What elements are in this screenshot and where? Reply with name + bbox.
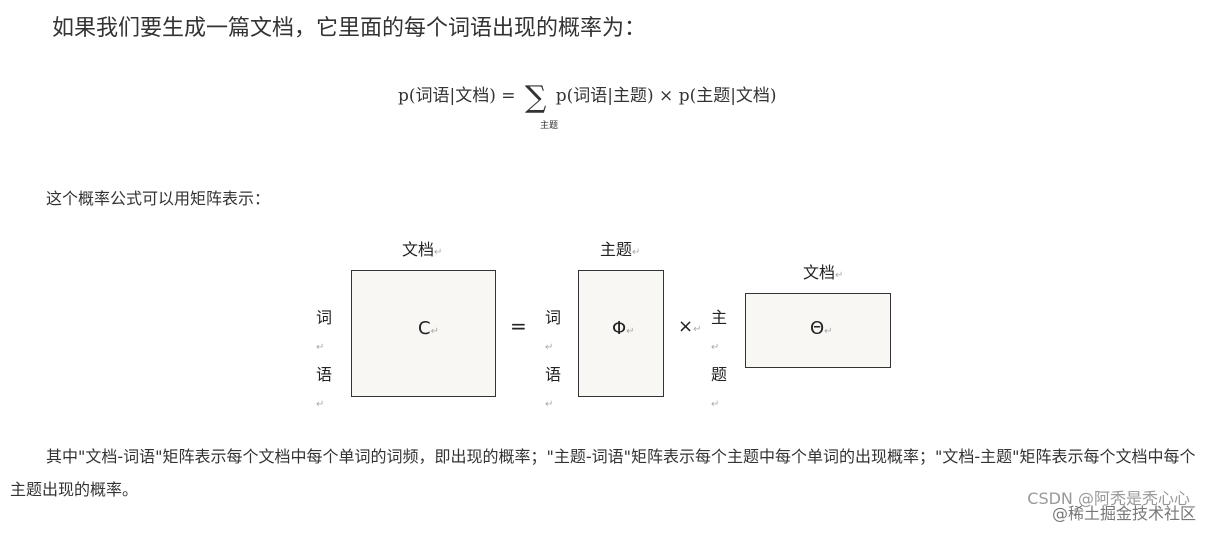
matrix-theta-top-label: 文档↵ bbox=[803, 263, 844, 282]
formula-rhs: p(词语|主题) × p(主题|文档) bbox=[555, 86, 777, 106]
matrix-phi-row-label: 词↵语↵ bbox=[545, 308, 562, 410]
matrix-phi-symbol: Φ↵ bbox=[612, 318, 635, 339]
matrix-phi-top-label: 主题↵ bbox=[600, 240, 641, 259]
formula: p(词语|文档) = ∑ p(词语|主题) × p(主题|文档) 主题 bbox=[398, 80, 777, 131]
matrix-phi bbox=[578, 270, 664, 397]
watermark-juejin: @稀土掘金技术社区 bbox=[1051, 504, 1196, 523]
matrix-theta-row-label: 主↵题↵ bbox=[711, 308, 728, 410]
sum-symbol: ∑ bbox=[524, 80, 547, 115]
matrix-c-top-label: 文档↵ bbox=[402, 240, 443, 259]
matrix-c bbox=[351, 270, 496, 397]
intro-text: 这个概率公式可以用矩阵表示： bbox=[46, 189, 271, 208]
matrix-theta bbox=[745, 293, 891, 368]
matrix-c-symbol: C↵ bbox=[418, 318, 439, 339]
sum-subscript: 主题 bbox=[540, 121, 559, 131]
heading: 如果我们要生成一篇文档，它里面的每个词语出现的概率为： bbox=[52, 16, 647, 41]
explanation-paragraph: 其中"文档-词语"矩阵表示每个文档中每个单词的词频，即出现的概率；"主题-词语"… bbox=[10, 447, 1196, 499]
times-sign: ×↵ bbox=[678, 316, 702, 337]
equals-sign: = bbox=[510, 314, 527, 338]
watermark-csdn: CSDN @阿秃是秃心心 bbox=[1027, 489, 1190, 508]
matrix-theta-symbol: Θ↵ bbox=[810, 318, 833, 339]
matrix-c-row-label: 词↵语↵ bbox=[316, 308, 333, 410]
formula-lhs: p(词语|文档) = bbox=[398, 86, 516, 106]
